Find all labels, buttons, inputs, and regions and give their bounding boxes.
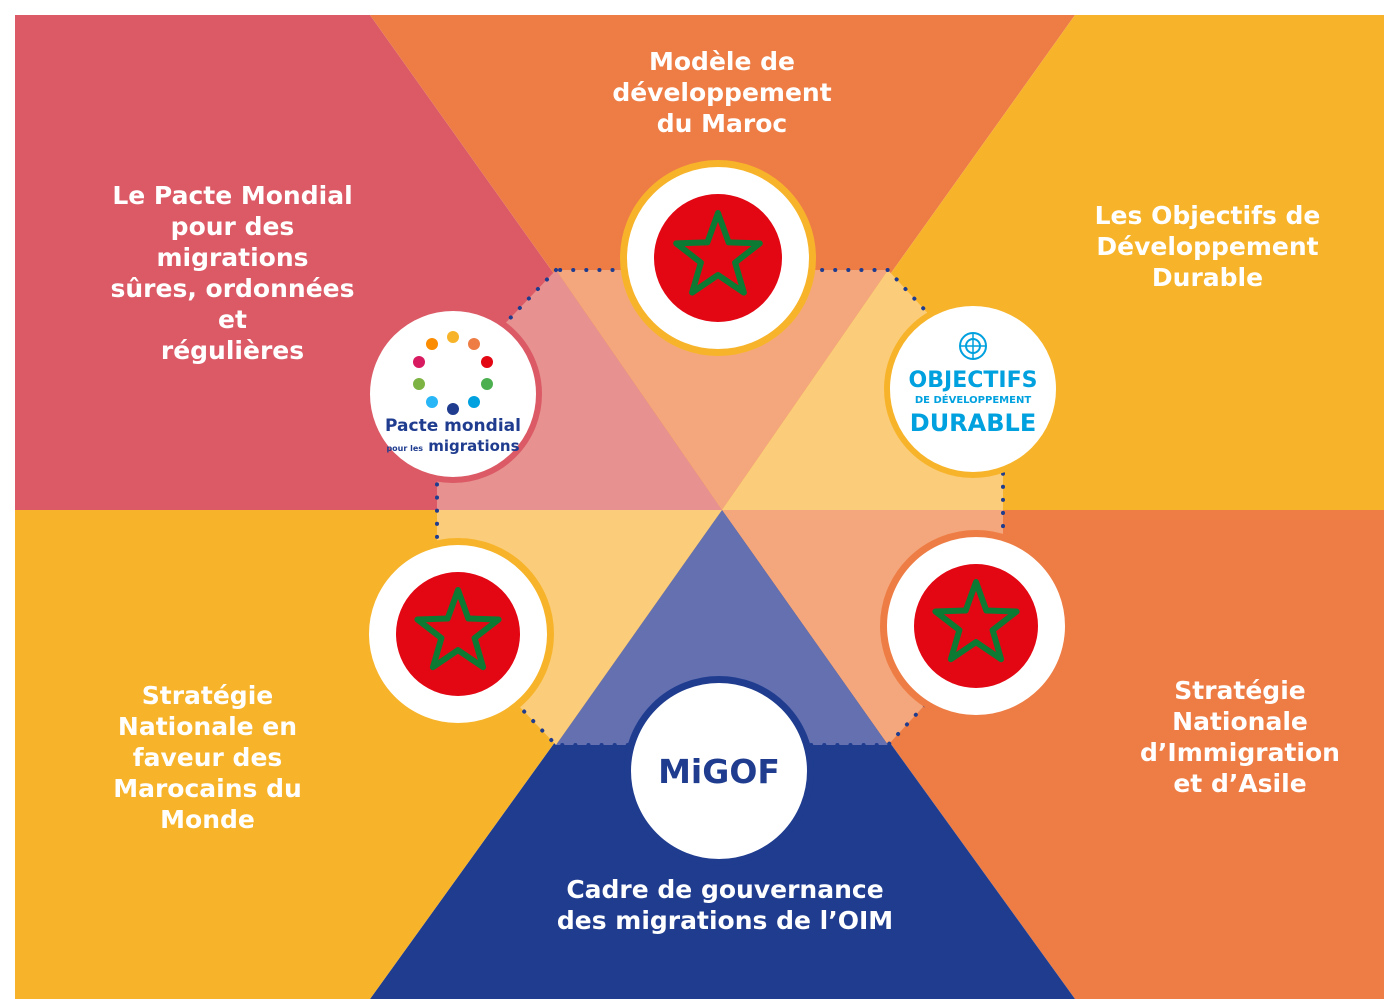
un-emblem-icon [959,332,987,360]
label-odd: Les Objectifs de Développement Durable [1094,201,1321,292]
badge-pacte: Pacte mondial pour les migrations [364,305,542,483]
sdg-line3: DURABLE [909,409,1037,437]
morocco-flag-icon [396,572,520,696]
migof-badge: MiGOF [624,676,814,866]
badge-modele [620,160,816,356]
sdg-line1: OBJECTIFS [908,368,1038,393]
label-cadre: Cadre de gouvernance des migrations de l… [556,875,894,935]
label-snia: Stratégie Nationale d’Immigration et d’A… [1140,676,1340,798]
global-compact-title: Pacte mondial [385,416,521,436]
global-compact-logo [413,331,493,415]
inner-modele [556,270,888,510]
migof-label: MiGOF [658,751,780,791]
badge-snmm [362,538,554,730]
global-compact-migrations: migrations [428,437,520,455]
global-compact-subtitle: pour les migrations [370,437,536,455]
morocco-flag-icon [914,564,1038,688]
badge-odd: OBJECTIFS DE DÉVELOPPEMENT DURABLE [884,300,1062,478]
global-compact-small: pour les [386,444,424,453]
label-snmm: Stratégie Nationale en faveur des Maroca… [113,681,302,834]
label-modele: Modèle de développement du Maroc [612,47,832,138]
badge-snia [880,530,1072,722]
morocco-flag-icon [654,194,782,322]
inner-cadre [556,510,888,745]
label-pacte: Le Pacte Mondial pour des migrations sûr… [110,181,355,365]
sdg-line2: DE DÉVELOPPEMENT [914,395,1032,406]
